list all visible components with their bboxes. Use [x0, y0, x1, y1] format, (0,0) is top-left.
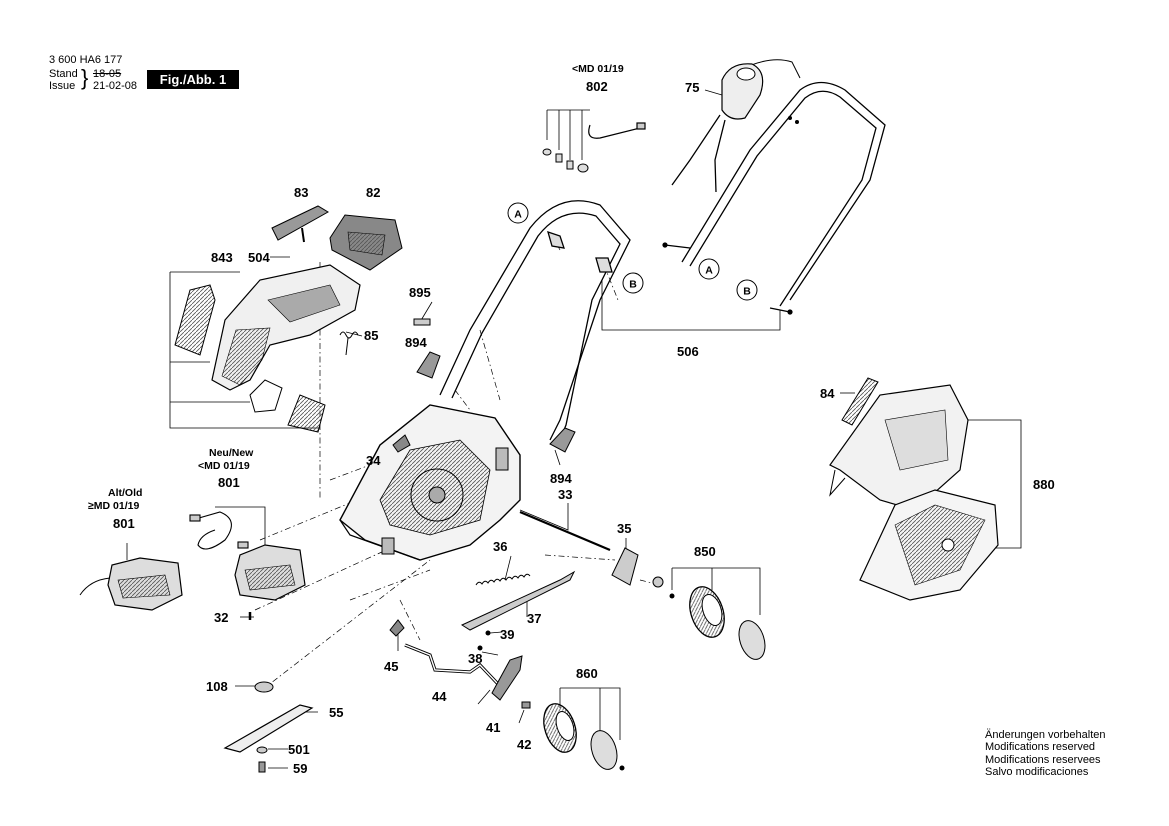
- handle-assembly: [439, 200, 631, 441]
- variant-md-801-old: ≥MD 01/19: [88, 500, 139, 512]
- part-label-504: 504: [248, 250, 270, 265]
- screw-504: [301, 227, 305, 243]
- variant-labels: <MD 01/19 Neu/New <MD 01/19 Alt/Old ≥MD …: [88, 63, 624, 512]
- cable-802: [588, 122, 646, 139]
- notice-line-de: Änderungen vorbehalten: [985, 729, 1106, 741]
- grass-box-basket: [859, 489, 999, 601]
- part-label-82: 82: [366, 185, 380, 200]
- issue-label: Issue: [49, 80, 76, 92]
- figure-badge: Fig./Abb. 1: [147, 70, 239, 89]
- notice-line-es: Salvo modificaciones: [985, 766, 1089, 779]
- part-label-39: 39: [500, 627, 514, 642]
- handle-84: [841, 377, 879, 426]
- wheel-860: [543, 703, 625, 771]
- part-label-45: 45: [384, 659, 398, 674]
- part-label-83: 83: [294, 185, 308, 200]
- variant-md-801-new: <MD 01/19: [198, 460, 250, 472]
- rod-33: [519, 510, 611, 552]
- clip-45: [389, 619, 405, 637]
- part-labels: 75 802 83 82 504 843 85 895 894 894 506 …: [113, 79, 1055, 776]
- callout-A-upper: A: [705, 265, 713, 277]
- screws-75: [788, 116, 799, 124]
- grille-right: [249, 379, 326, 433]
- screw-59: [258, 761, 266, 773]
- part-label-895: 895: [409, 285, 431, 300]
- part-label-85: 85: [364, 328, 378, 343]
- spring-85: [339, 331, 359, 356]
- part-label-880: 880: [1033, 477, 1055, 492]
- knob-83: [271, 205, 329, 241]
- callout-B-handle: B: [629, 279, 637, 291]
- callout-A-handle: A: [514, 209, 522, 221]
- part-label-802: 802: [586, 79, 608, 94]
- screws-38-39: [477, 630, 491, 651]
- modifications-notice: Änderungen vorbehalten Modifications res…: [985, 729, 1105, 779]
- part-label-84: 84: [820, 386, 835, 401]
- part-label-36: 36: [493, 539, 507, 554]
- part-label-41: 41: [486, 720, 500, 735]
- part-label-108: 108: [206, 679, 228, 694]
- issue-date: 21-02-08: [93, 80, 138, 92]
- knob-894-top: [416, 351, 441, 379]
- notice-line-en: Modifications reserved: [985, 741, 1096, 754]
- part-label-894-bottom: 894: [550, 471, 572, 486]
- upper-handle: [671, 59, 886, 307]
- switch-box-icon: [721, 63, 764, 120]
- part-label-501: 501: [288, 742, 310, 757]
- lever-35: [611, 547, 639, 586]
- grille-left: [174, 284, 216, 356]
- hood-843: [211, 264, 361, 391]
- notice-line-fr: Modifications reservees: [985, 753, 1101, 766]
- part-label-860: 860: [576, 666, 598, 681]
- cable-801-new: [189, 511, 249, 550]
- part-label-34: 34: [366, 453, 381, 468]
- stand-label: Stand: [49, 68, 78, 80]
- part-label-850: 850: [694, 544, 716, 559]
- knob-894-bottom: [549, 427, 576, 453]
- part-label-32: 32: [214, 610, 228, 625]
- part-label-59: 59: [293, 761, 307, 776]
- small-fasteners-802: [542, 148, 589, 173]
- washer-108: [254, 681, 274, 693]
- grass-box-lid: [829, 384, 969, 511]
- part-label-37: 37: [527, 611, 541, 626]
- part-label-506: 506: [677, 344, 699, 359]
- variant-md-802: <MD 01/19: [572, 63, 624, 75]
- stand-date: 18-05: [93, 68, 122, 80]
- motor-801-old: [79, 557, 183, 611]
- part-label-801-new: 801: [218, 475, 240, 490]
- bolts-A-B: [662, 242, 793, 315]
- pin-42: [521, 701, 531, 709]
- part-label-75: 75: [685, 80, 699, 95]
- part-label-42: 42: [517, 737, 531, 752]
- washer-501: [256, 746, 268, 754]
- callout-B-upper: B: [743, 286, 751, 298]
- part-label-843: 843: [211, 250, 233, 265]
- part-label-801-old: 801: [113, 516, 135, 531]
- callout-circles: [507, 202, 758, 301]
- cover-82: [329, 214, 403, 271]
- clip-34: [392, 434, 411, 453]
- mower-deck: [339, 404, 521, 561]
- part-label-55: 55: [329, 705, 343, 720]
- blade-55: [223, 704, 314, 753]
- doc-number: 3 600 HA6 177: [49, 54, 123, 66]
- part-label-38: 38: [468, 651, 482, 666]
- variant-neu-new: Neu/New: [209, 447, 254, 459]
- axle-44: [404, 643, 500, 686]
- motor-801-new: [234, 544, 306, 601]
- part-label-33: 33: [558, 487, 572, 502]
- part-label-894-top: 894: [405, 335, 427, 350]
- part-label-35: 35: [617, 521, 631, 536]
- variant-alt-old: Alt/Old: [108, 487, 142, 499]
- spring-36: [475, 573, 531, 586]
- lever-41: [491, 655, 523, 701]
- bolt-895: [413, 318, 431, 326]
- part-label-44: 44: [432, 689, 447, 704]
- wheel-850: [652, 576, 766, 660]
- lever-37: [460, 570, 576, 631]
- brace-symbol: }: [81, 65, 89, 90]
